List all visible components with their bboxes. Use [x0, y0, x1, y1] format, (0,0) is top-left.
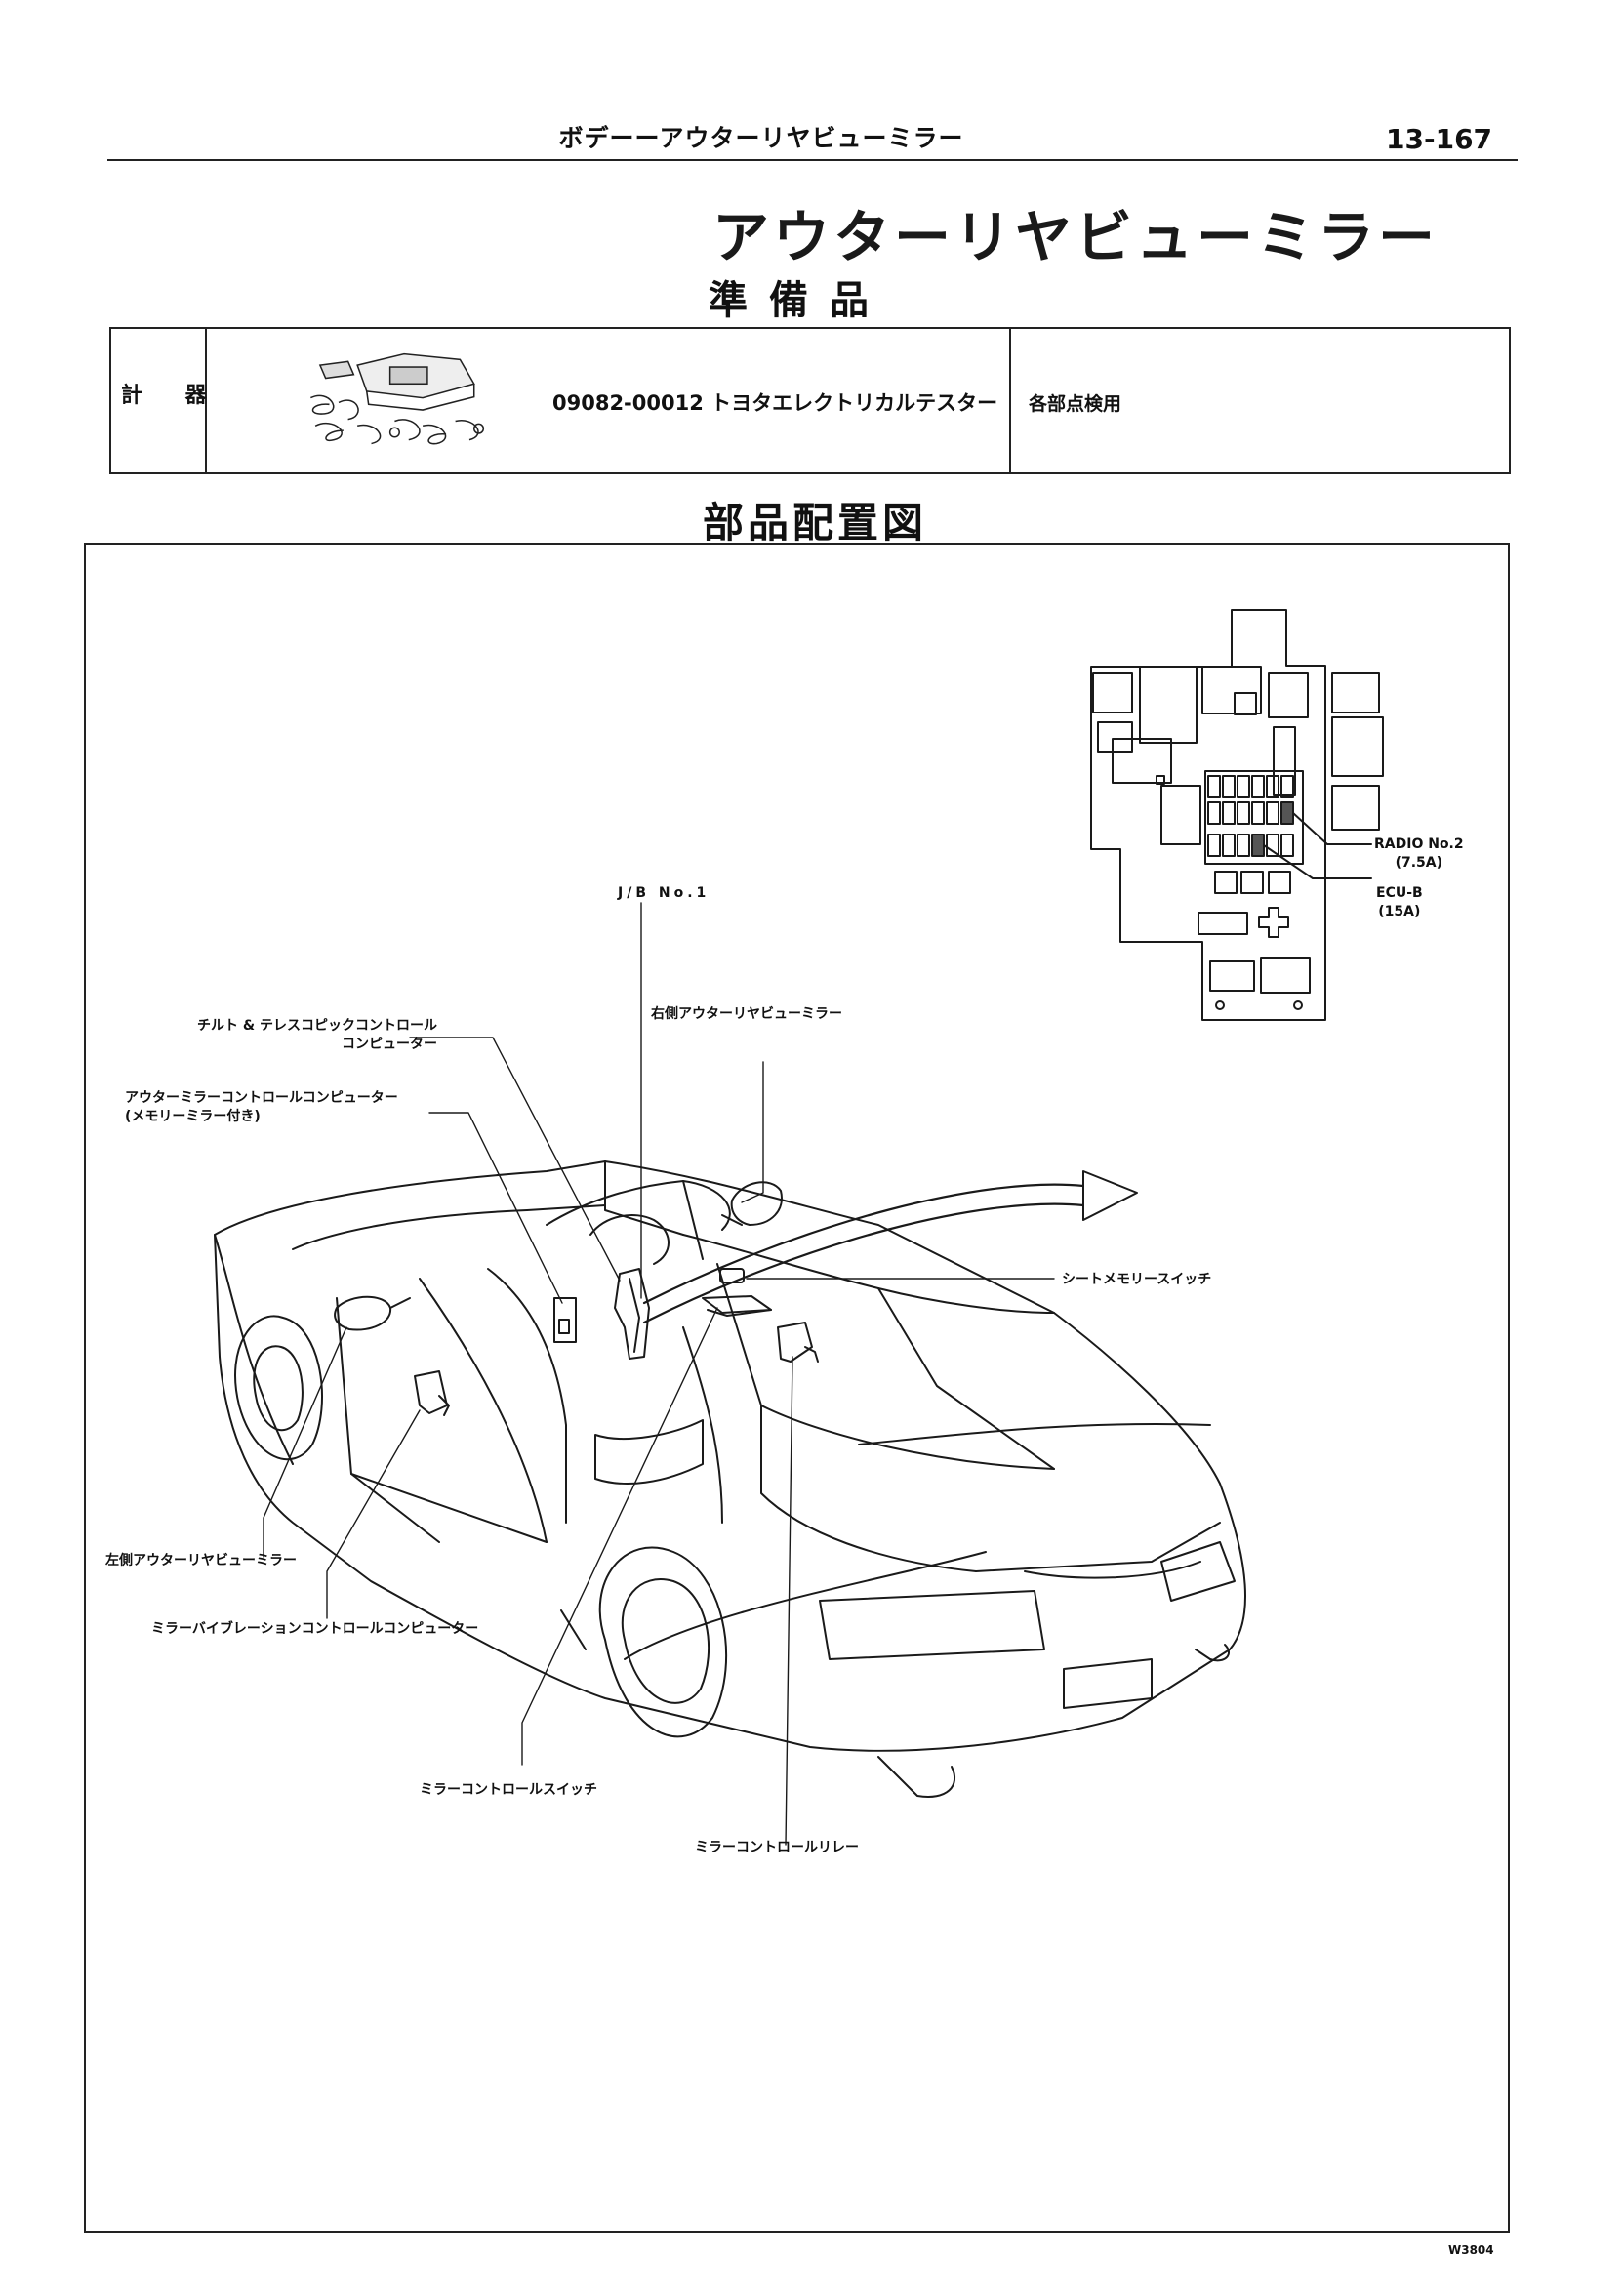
label-line: コンピューター [342, 1036, 437, 1052]
label-right-outer-mirror: 右側アウターリヤビューミラー [651, 1006, 842, 1022]
table-divider [205, 329, 207, 472]
label-line: (メモリーミラー付き) [125, 1108, 261, 1124]
tool-category: 計 器 [121, 384, 224, 408]
label-line: (7.5A) [1395, 854, 1443, 871]
label-line: アウターミラーコントロールコンピューター [125, 1090, 398, 1106]
label-line: (15A) [1378, 903, 1421, 919]
tool-usage: 各部点検用 [1029, 393, 1122, 415]
label-radio-fuse: RADIO No.2 (7.5A) [1374, 835, 1464, 873]
junction-block-drawing [1090, 609, 1384, 1021]
label-mirror-control-relay: ミラーコントロールリレー [695, 1840, 859, 1855]
label-outer-mirror-control-computer: アウターミラーコントロールコンピューター (メモリーミラー付き) [125, 1089, 398, 1126]
label-line: RADIO No.2 [1374, 836, 1464, 852]
label-line: チルト & テレスコピックコントロール [197, 1018, 437, 1034]
label-ecu-fuse: ECU-B (15A) [1376, 884, 1423, 921]
table-divider [1009, 329, 1011, 472]
section-header: ボデーーアウターリヤビューミラー [558, 124, 964, 152]
layout-heading: 部品配置図 [703, 499, 928, 547]
parts-layout-diagram [84, 543, 1510, 2233]
label-tilt-telescopic-computer: チルト & テレスコピックコントロール コンピューター [125, 1017, 437, 1054]
document-code: W3804 [1448, 2243, 1494, 2257]
label-left-outer-mirror: 左側アウターリヤビューミラー [105, 1553, 297, 1568]
tools-heading: 準備品 [709, 278, 890, 323]
page-title: アウターリヤビューミラー [712, 204, 1440, 270]
label-line: ECU-B [1376, 885, 1423, 901]
label-mirror-vibration-control-computer: ミラーバイブレーションコントロールコンピューター [151, 1621, 479, 1637]
tool-part-name: 09082-00012 トヨタエレクトリカルテスター [552, 391, 998, 415]
label-jb-no1: J/B No.1 [618, 885, 710, 901]
label-mirror-control-switch: ミラーコントロールスイッチ [420, 1782, 597, 1798]
page-number: 13-167 [1386, 123, 1493, 155]
label-seat-memory-switch: シートメモリースイッチ [1062, 1272, 1212, 1287]
car-body-drawing [214, 1160, 1247, 1798]
tools-table: 計 器 09082-00012 トヨタエレクトリカルテスター 各部点検用 [109, 327, 1511, 474]
electrical-tester-icon [310, 352, 485, 445]
header-rule [107, 159, 1518, 161]
